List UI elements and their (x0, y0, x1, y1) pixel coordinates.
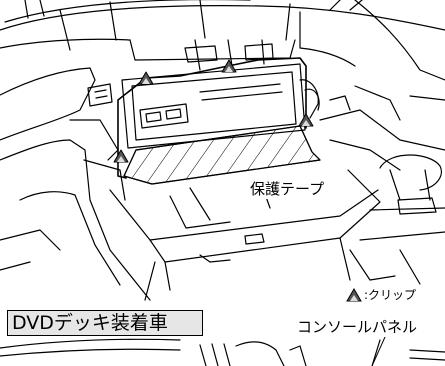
clip-icon (221, 59, 237, 73)
clip-markers (113, 59, 314, 163)
console-tray (109, 169, 381, 301)
leader-lines (299, 179, 386, 366)
clip-legend-text: :クリップ (364, 288, 417, 302)
model-variant-label: DVDデッキ装着車 (7, 310, 203, 336)
audio-unit (121, 39, 306, 149)
clip-icon (138, 71, 154, 85)
dashboard-top (0, 0, 445, 81)
right-structure (299, 79, 445, 285)
protective-tape-area (123, 125, 321, 185)
console-panel-bottom (0, 338, 445, 366)
part-name-label: コンソールパネル (297, 316, 418, 337)
clip-icon (298, 113, 314, 127)
clip-legend: :クリップ (346, 286, 416, 303)
left-structure (0, 67, 151, 301)
clip-icon (113, 149, 129, 163)
protective-tape-label: 保護テープ (247, 178, 328, 199)
triangle-clip-icon (346, 287, 362, 301)
